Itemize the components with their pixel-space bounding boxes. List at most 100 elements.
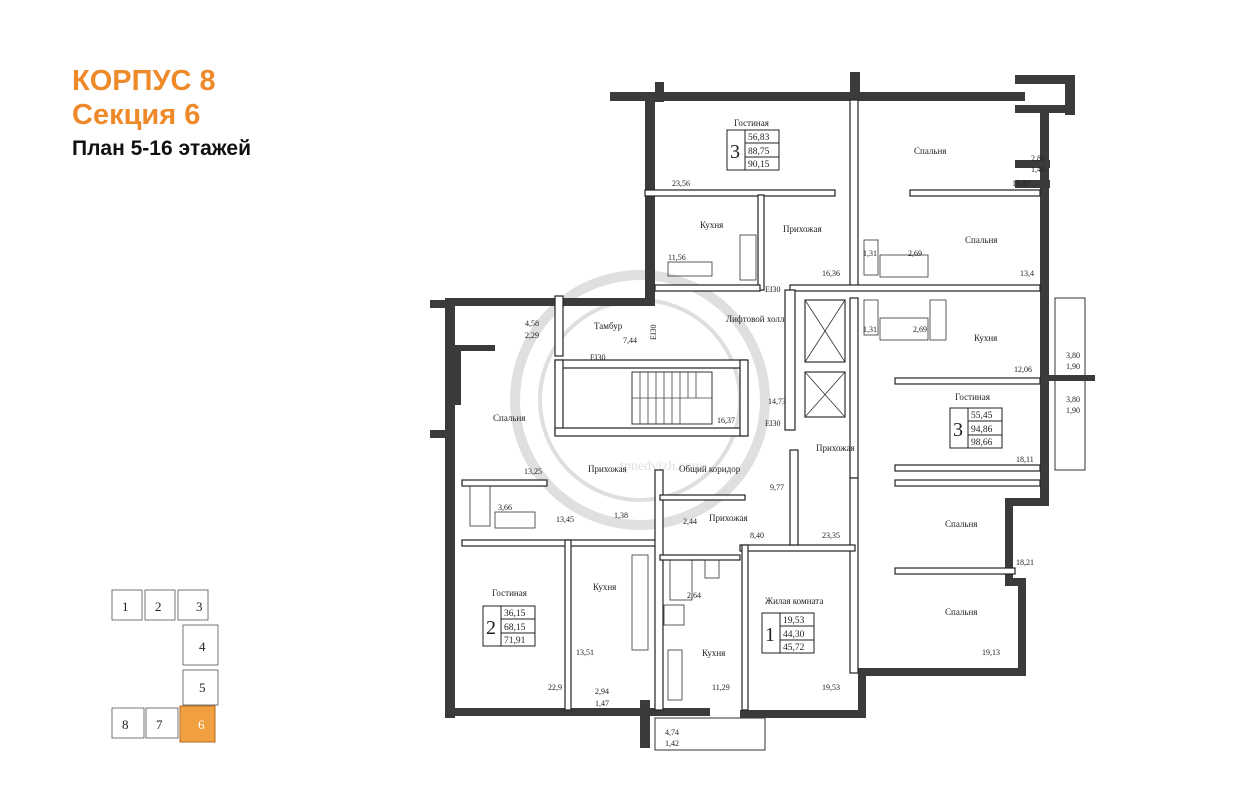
staircase <box>631 371 713 425</box>
area-value: 8,40 <box>750 531 764 540</box>
room-zhilaya: Жилая комната <box>765 596 823 606</box>
area-value: 2,64 <box>687 591 701 600</box>
area-value: 19,53 <box>822 683 840 692</box>
elevator-2 <box>804 371 846 418</box>
area-value: 3,80 <box>1066 395 1080 404</box>
room-lift-hall: Лифтовой холл <box>726 314 785 324</box>
apartment-full-area: 45,72 <box>783 643 805 653</box>
area-value: 2,80 <box>1031 154 1045 163</box>
room-kuhnya-mid: Кухня <box>702 648 725 658</box>
room-spalnya-top: Спальня <box>914 146 946 156</box>
area-value: 11,29 <box>712 683 730 692</box>
ei30-label: EI30 <box>765 285 781 294</box>
keymap-section-6-active <box>179 705 216 743</box>
area-value: 2,69 <box>908 249 922 258</box>
area-value: 3,80 <box>1066 351 1080 360</box>
room-prihozhaya-left: Прихожая <box>588 464 627 474</box>
area-value: 16,36 <box>822 269 840 278</box>
area-value: 1,40 <box>1031 165 1045 174</box>
area-value: 4,74 <box>665 728 679 737</box>
area-value: 22,9 <box>548 683 562 692</box>
area-value: 16,37 <box>717 416 735 425</box>
area-values: 23,56 19,87 2,80 1,40 11,56 16,36 1,31 2… <box>498 154 1080 748</box>
room-gostinaya-left: Гостиная <box>492 588 527 598</box>
room-prihozhaya-top: Прихожая <box>783 224 822 234</box>
area-value: 19,13 <box>982 648 1000 657</box>
area-value: 2,44 <box>683 517 697 526</box>
area-value: 1,31 <box>863 325 877 334</box>
apartment-rooms: 2 <box>486 617 496 639</box>
section-title: Секция 6 <box>72 99 201 131</box>
apartment-rooms: 3 <box>730 141 740 163</box>
bathroom-fixtures <box>469 234 947 701</box>
ei30-label: EI30 <box>590 353 606 362</box>
area-value: 3,66 <box>498 503 512 512</box>
apartment-living-area: 56,83 <box>748 133 770 143</box>
area-value: 13,25 <box>524 467 542 476</box>
apartment-full-area: 98,66 <box>971 438 993 448</box>
area-value: 13,4 <box>1020 269 1034 278</box>
apartment-full-area: 90,15 <box>748 160 770 170</box>
apartment-box-1: 1 19,53 44,30 45,72 <box>761 612 815 654</box>
area-value: 13,45 <box>556 515 574 524</box>
room-spalnya-left: Спальня <box>493 413 525 423</box>
ei30-label: EI30 <box>765 419 781 428</box>
plan-title: План 5-16 этажей <box>72 137 251 160</box>
apartment-total-area: 94,86 <box>971 425 993 435</box>
keymap-section-label: 6 <box>198 717 205 732</box>
room-gostinaya-right: Гостиная <box>955 392 990 402</box>
room-labels: Гостиная Спальня Кухня Прихожая Спальня … <box>492 118 997 658</box>
area-value: 18,21 <box>1016 558 1034 567</box>
area-value: 18,11 <box>1016 455 1034 464</box>
room-corridor: Общий коридор <box>679 464 741 474</box>
area-value: 2,29 <box>525 331 539 340</box>
keymap-section-label: 3 <box>196 599 203 614</box>
keymap-section-label: 4 <box>199 639 206 654</box>
area-value: 23,56 <box>672 179 690 188</box>
inner-walls <box>461 99 1041 711</box>
area-value: 23,35 <box>822 531 840 540</box>
area-value: 7,44 <box>623 336 637 345</box>
building-title: КОРПУС 8 <box>72 65 216 97</box>
room-tambur: Тамбур <box>594 321 623 331</box>
apartment-box-3-top: 3 56,83 88,75 90,15 <box>726 129 780 171</box>
area-value: 11,56 <box>668 253 686 262</box>
apartment-total-area: 44,30 <box>783 630 805 640</box>
area-value: 1,90 <box>1066 362 1080 371</box>
area-value: 1,90 <box>1066 406 1080 415</box>
keymap-section-label: 1 <box>122 599 129 614</box>
area-value: 1,38 <box>614 511 628 520</box>
section-keymap: 1 2 3 4 5 6 7 8 <box>111 589 219 743</box>
apartment-rooms: 1 <box>765 624 775 646</box>
area-value: 9,77 <box>770 483 784 492</box>
area-value: 1,42 <box>665 739 679 748</box>
room-spalnya-right1: Спальня <box>945 519 977 529</box>
area-value: 19,87 <box>1012 179 1030 188</box>
area-value: 12,06 <box>1014 365 1032 374</box>
fire-rating-labels: EI30 EI30 EI30 EI30 <box>590 285 781 428</box>
ei30-label: EI30 <box>649 324 658 340</box>
apartment-box-3-right: 3 55,45 94,86 98,66 <box>949 407 1003 449</box>
keymap-section-label: 2 <box>155 599 162 614</box>
room-kuhnya-top: Кухня <box>700 220 723 230</box>
area-value: 14,73 <box>768 397 786 406</box>
apartment-living-area: 36,15 <box>504 609 526 619</box>
area-value: 1,47 <box>595 699 609 708</box>
room-spalnya-right2: Спальня <box>945 607 977 617</box>
keymap-section-label: 7 <box>156 717 163 732</box>
apartment-full-area: 71,91 <box>504 636 526 646</box>
room-gostinaya-top: Гостиная <box>734 118 769 128</box>
area-value: 4,58 <box>525 319 539 328</box>
room-kuhnya-right: Кухня <box>974 333 997 343</box>
area-value: 1,31 <box>863 249 877 258</box>
area-value: 2,94 <box>595 687 609 696</box>
room-prihozhaya-right: Прихожая <box>816 443 855 453</box>
apartment-total-area: 68,15 <box>504 623 526 633</box>
watermark-text: tpnedvizh.com <box>620 459 703 474</box>
apartment-total-area: 88,75 <box>748 147 770 157</box>
apartment-living-area: 55,45 <box>971 411 993 421</box>
keymap-section-label: 8 <box>122 717 129 732</box>
area-value: 13,51 <box>576 648 594 657</box>
apartment-rooms: 3 <box>953 419 963 441</box>
